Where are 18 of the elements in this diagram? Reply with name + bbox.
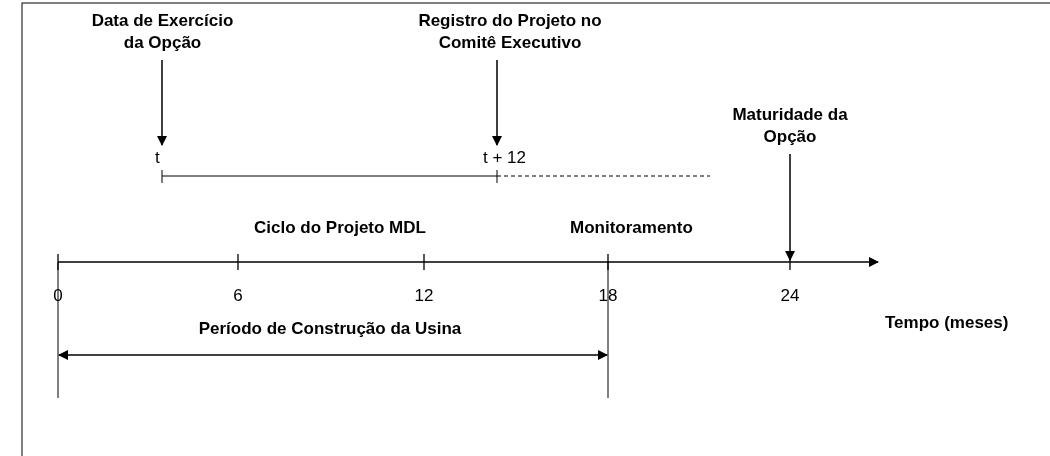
axis-title: Tempo (meses) [885,312,1010,334]
annotation-text: Registro do Projeto no Comitê Executivo [405,10,615,56]
timeline-line [161,175,498,177]
dashed-line [496,175,711,177]
arrow [157,59,167,146]
tick-label: 18 [597,285,619,307]
arrow [492,59,502,146]
tick-label: 24 [779,285,801,307]
period-label: Período de Construção da Usina [197,318,463,340]
tick-label: 12 [413,285,435,307]
timeline-marker-label: t [155,147,175,169]
phase-label: Ciclo do Projeto MDL [253,217,427,239]
annotation-text: Data de Exercício da Opção [85,10,240,56]
tick-label: 0 [52,285,64,307]
arrow [785,153,795,261]
tick-label: 6 [232,285,244,307]
annotation-text: Maturidade da Opção [730,104,850,150]
timeline-marker-label: t + 12 [483,147,553,169]
